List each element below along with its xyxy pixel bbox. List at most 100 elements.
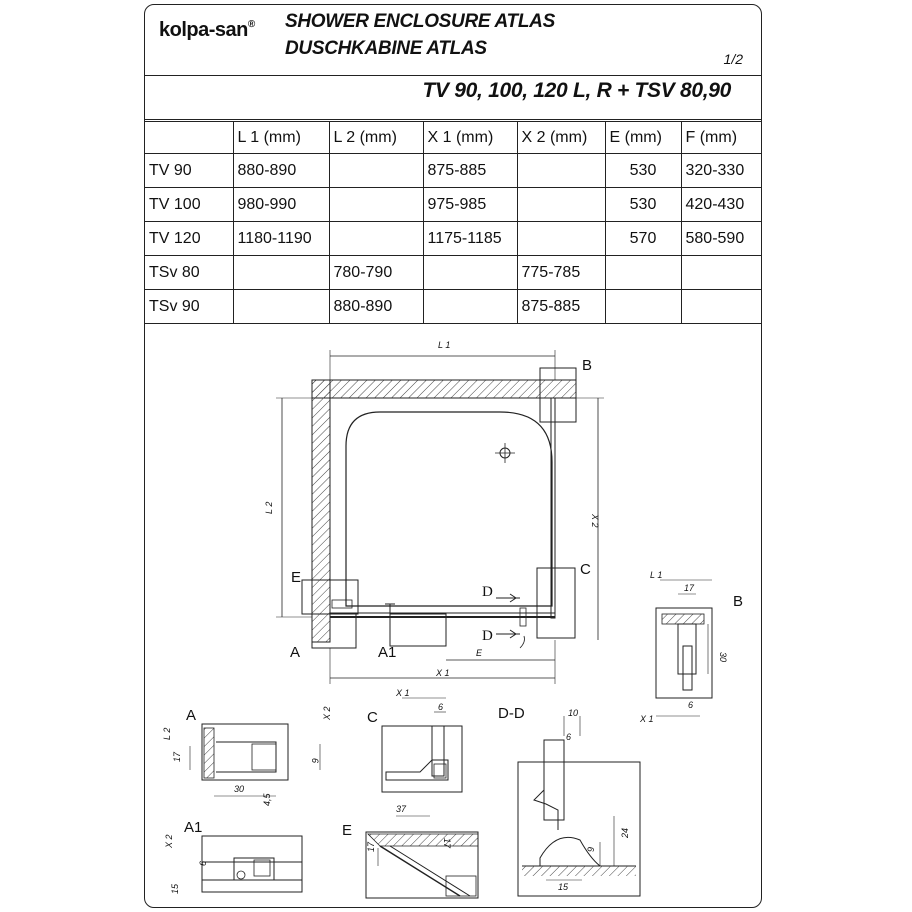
brand-logo: kolpa-san® [159,19,255,41]
table-cell: TV 90 [145,153,234,188]
callout-C: C [580,561,591,578]
detE-37: 37 [396,804,407,814]
table-cell: 880-890 [328,289,424,324]
table-cell: TV 120 [145,221,234,256]
detA-label: A [186,707,196,724]
detDD-6: 6 [566,732,571,742]
detail-box-C [536,567,576,639]
detDD-9: 9 [586,847,596,852]
detA-L2: L 2 [162,728,172,740]
detail-A1 [201,835,303,893]
dimension-table: L 1 (mm) L 2 (mm) X 1 (mm) X 2 (mm) E (m… [145,121,761,324]
table-cell [328,153,424,188]
detA-45: 4,5 [262,792,272,806]
back-wall [311,379,577,399]
table-cell: 780-790 [328,255,424,290]
detB-X1: X 1 [639,714,654,724]
table-cell [232,289,330,324]
detDD-15: 15 [558,882,569,892]
detB-L1: L 1 [650,570,662,580]
header-cell: F (mm) [680,121,761,154]
left-wall [311,379,331,643]
table-cell: 530 [604,187,682,222]
detE-17a: 17 [366,841,376,852]
table-cell: 580-590 [680,221,761,256]
detE-label: E [342,822,352,839]
detE-17b: 17 [442,838,452,849]
table-cell: 570 [604,221,682,256]
table-cell [422,255,518,290]
header: kolpa-san® SHOWER ENCLOSURE ATLAS DUSCHK… [145,5,761,76]
table-cell: TV 100 [145,187,234,222]
label-L2: L 2 [264,502,274,514]
table-row: TV 90 880-890 875-885 530 320-330 [145,153,761,188]
detA-X2: X 2 [322,706,332,721]
table-cell: 975-985 [422,187,518,222]
detail-E [365,815,479,899]
section-D-top: D [482,584,493,600]
main-plan-view [276,350,604,684]
section-D-bottom: D [482,628,493,644]
detail-box-A1 [389,613,447,647]
callout-B: B [582,357,592,374]
detA1-label: A1 [184,819,202,836]
table-cell: 420-430 [680,187,761,222]
table-cell: 875-885 [422,153,518,188]
header-cell: L 1 (mm) [232,121,330,154]
detA-30: 30 [234,784,244,794]
table-cell: 880-890 [232,153,330,188]
header-cell: E (mm) [604,121,682,154]
callout-A1: A1 [378,644,396,661]
label-E-dim: E [476,648,483,658]
detC-X1: X 1 [395,688,410,698]
callout-A: A [290,644,300,661]
drawing-sheet: kolpa-san® SHOWER ENCLOSURE ATLAS DUSCHK… [144,4,762,908]
table-row: TV 120 1180-1190 1175-1185 570 580-590 [145,221,761,256]
detA1-6: 6 [198,861,208,866]
table-cell: 875-885 [516,289,606,324]
table-cell [422,289,518,324]
table-cell: 320-330 [680,153,761,188]
table-header-row: L 1 (mm) L 2 (mm) X 1 (mm) X 2 (mm) E (m… [145,121,761,154]
detA-6: 6 [310,758,320,763]
table-cell: 530 [604,153,682,188]
callout-E: E [291,569,301,586]
page-number: 1/2 [723,51,743,67]
table-cell [328,187,424,222]
divider [145,119,761,120]
detDD-24: 24 [620,828,630,839]
table-cell [516,187,606,222]
label-X1: X 1 [435,668,450,678]
detB-label: B [733,593,743,610]
detail-A [189,723,321,797]
detail-box-B [539,367,577,423]
detDD-10: 10 [568,708,578,718]
table-cell: TSv 80 [145,255,234,290]
detail-B [655,579,713,717]
table-cell [516,221,606,256]
model-line: TV 90, 100, 120 L, R + TSV 80,90 [422,79,732,102]
header-cell: X 1 (mm) [422,121,518,154]
header-cell: L 2 (mm) [328,121,424,154]
detail-DD [517,716,641,897]
detB-6: 6 [688,700,693,710]
detC-label: C [367,709,378,726]
detA-17: 17 [172,751,182,762]
detA1-15: 15 [170,883,180,894]
detail-C [381,697,463,793]
table-cell [680,289,761,324]
table-row: TSv 90 880-890 875-885 [145,289,761,324]
label-X2: X 2 [590,513,600,528]
detB-17: 17 [684,583,695,593]
title-german: DUSCHKABINE ATLAS [285,38,487,59]
detB-30: 30 [718,652,728,662]
detC-6: 6 [438,702,443,712]
label-L1: L 1 [438,340,450,350]
detDD-label: D-D [498,705,525,722]
shower-tray [345,411,553,607]
table-cell [680,255,761,290]
detail-box-A [311,613,357,649]
title-english: SHOWER ENCLOSURE ATLAS [285,11,555,32]
detA1-X2: X 2 [164,834,174,849]
